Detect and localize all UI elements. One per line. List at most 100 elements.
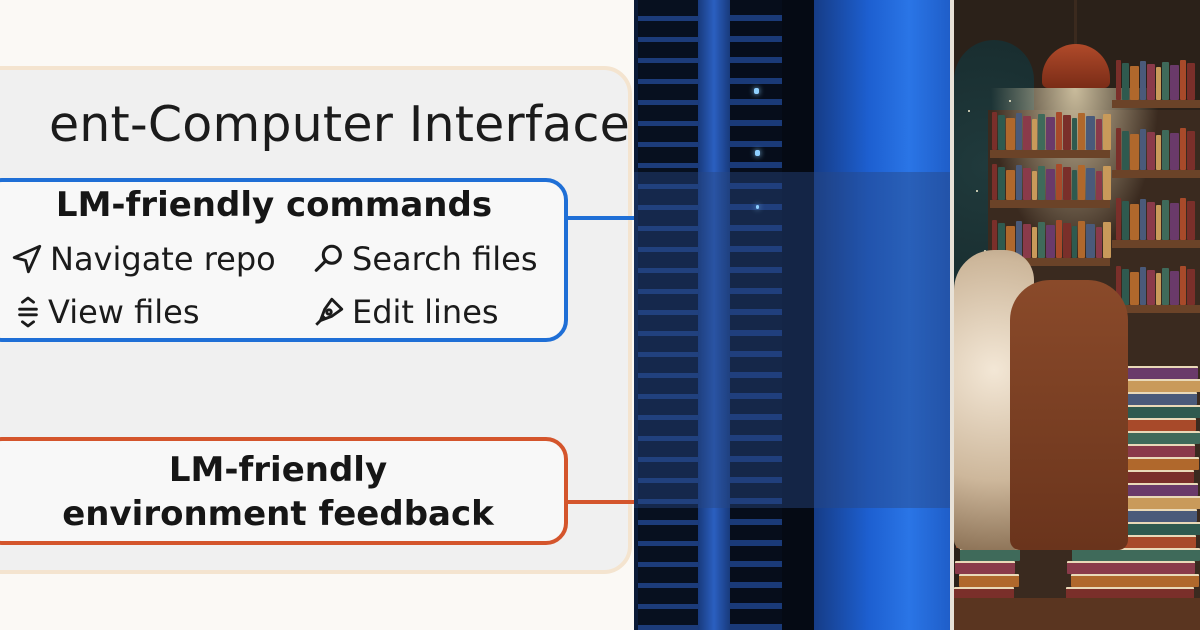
pen-nib-icon [312, 295, 346, 329]
magnifier-icon [312, 242, 346, 276]
book-spine [1063, 115, 1071, 150]
book-spine [1187, 269, 1195, 305]
book-spine [1147, 202, 1155, 240]
lamp-cord [1074, 0, 1077, 46]
book-spine [1130, 204, 1139, 240]
book-spine [1162, 130, 1169, 170]
book-spine [1180, 128, 1186, 170]
book-spine [1187, 63, 1195, 100]
book-spine [1187, 131, 1195, 170]
book-spine [1147, 64, 1155, 100]
book-spine [1023, 116, 1031, 150]
feedback-text: LM-friendly environment feedback [0, 448, 556, 536]
stacked-book [1120, 483, 1198, 496]
shelf [1112, 240, 1200, 248]
stacked-book [1121, 457, 1199, 470]
book-spine [1116, 198, 1121, 240]
server-rack-photo [634, 0, 950, 630]
book-spine [1122, 269, 1129, 305]
status-led [756, 205, 759, 209]
book-spine [1140, 129, 1146, 170]
book-spine [1162, 62, 1169, 100]
stacked-book [1117, 561, 1195, 574]
book-spine [1170, 65, 1179, 100]
book-spine [1032, 119, 1037, 150]
stacked-book [1119, 509, 1197, 522]
book-spine [1046, 169, 1055, 200]
book-spine [1116, 128, 1121, 170]
stacked-book [1118, 418, 1196, 431]
book-spine [1103, 114, 1111, 150]
book-spine [1162, 268, 1169, 305]
book-spine [1162, 200, 1169, 240]
stacked-book [1120, 366, 1198, 379]
book-spine [992, 164, 997, 200]
navigation-arrow-icon [10, 242, 44, 276]
feedback-connector-line [568, 500, 634, 504]
stacked-book [1124, 379, 1200, 392]
book-spine [1086, 168, 1095, 200]
wooden-floor [954, 598, 1200, 630]
book-spine [1156, 67, 1161, 100]
book-spine [1016, 165, 1022, 200]
book-spine [998, 115, 1005, 150]
ceiling-lamp [1042, 44, 1110, 88]
book-spine [1180, 266, 1186, 305]
book-spine [1122, 201, 1129, 240]
stacked-book [1067, 561, 1127, 574]
book-spine [1006, 118, 1015, 150]
library-illustration [950, 0, 1200, 630]
book-spine [1180, 198, 1186, 240]
stacked-book [1124, 496, 1200, 509]
book-spine [1187, 201, 1195, 240]
book-spine [1122, 63, 1129, 100]
book-spine [1156, 205, 1161, 240]
shelf [1112, 100, 1200, 108]
book-spine [1096, 119, 1102, 150]
book-spine [1130, 272, 1139, 305]
book-spine [1038, 166, 1045, 200]
book-spine [1122, 131, 1129, 170]
book-spine [1147, 270, 1155, 305]
stacked-book [1071, 574, 1131, 587]
shelf [990, 150, 1110, 158]
book-spine [1078, 165, 1085, 200]
book-spine [1078, 221, 1085, 258]
stacked-book [959, 574, 1019, 587]
command-edit-lines: Edit lines [312, 293, 499, 331]
book-spine [1032, 171, 1037, 200]
book-spine [1170, 271, 1179, 305]
shelf [990, 200, 1110, 208]
command-view-files: View files [14, 293, 200, 331]
book-spine [1038, 114, 1045, 150]
book-spine [1032, 227, 1037, 258]
stacked-book [1123, 522, 1200, 535]
scroll-lines-icon [14, 295, 42, 329]
feedback-line-2: environment feedback [0, 492, 556, 536]
commands-connector-line [568, 216, 634, 220]
book-spine [1038, 222, 1045, 258]
aci-diagram-panel: ent-Computer Interface LM-friendly comma… [0, 0, 634, 630]
book-spine [1023, 224, 1031, 258]
book-spine [1103, 166, 1111, 200]
book-spine [1140, 267, 1146, 305]
book-spine [1156, 273, 1161, 305]
book-spine [1086, 116, 1095, 150]
status-led [755, 150, 760, 156]
book-spine [1147, 132, 1155, 170]
commands-title: LM-friendly commands [0, 185, 548, 225]
book-spine [1078, 113, 1085, 150]
stacked-book [1122, 548, 1200, 561]
book-spine [1072, 118, 1077, 150]
book-spine [1056, 164, 1062, 200]
book-spine [1072, 226, 1077, 258]
book-spine [1170, 133, 1179, 170]
book-spine [1156, 135, 1161, 170]
book-spine [1016, 113, 1022, 150]
stacked-book [1117, 444, 1195, 457]
book-spine [1130, 66, 1139, 100]
book-spine [1103, 222, 1111, 258]
shelf [1112, 170, 1200, 178]
command-navigate-repo: Navigate repo [10, 240, 276, 278]
